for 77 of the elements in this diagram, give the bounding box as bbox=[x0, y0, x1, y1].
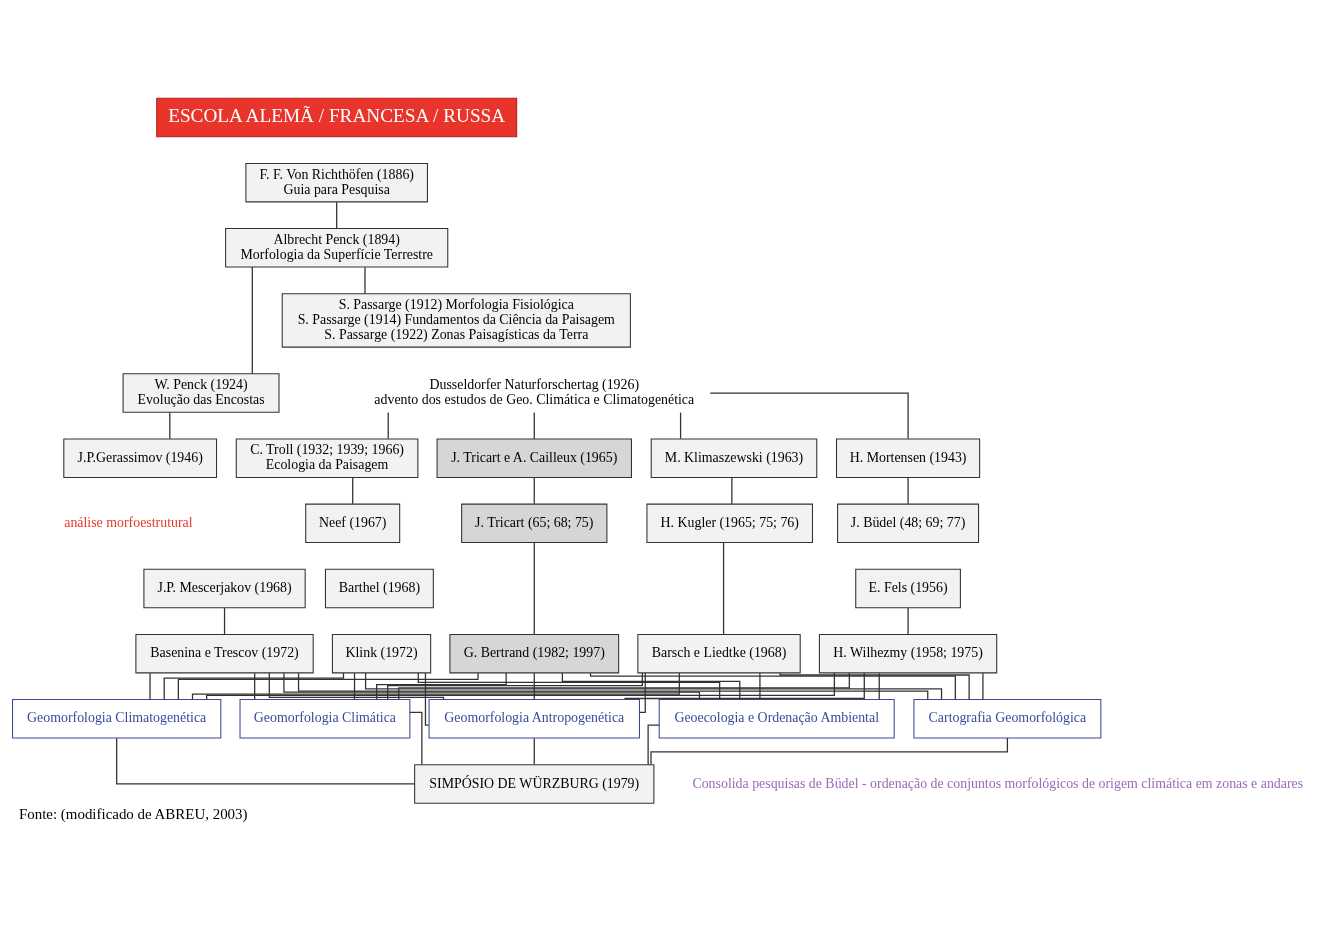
connector bbox=[878, 672, 880, 700]
node-box: M. Klimaszewski (1963) bbox=[650, 438, 818, 478]
node-box: H. Wilhezmy (1958; 1975) bbox=[818, 633, 998, 674]
connector bbox=[251, 266, 253, 375]
connector bbox=[533, 541, 535, 635]
node-text: Dusseldorfer Naturforschertag (1926) advento dos estudos de Geo. Climática e Climatogenética bbox=[374, 377, 695, 408]
connector bbox=[283, 672, 701, 700]
connector bbox=[163, 672, 345, 701]
node-box: ESCOLA ALEMÃ / FRANCESA / RUSSA bbox=[156, 97, 518, 138]
connector bbox=[387, 411, 389, 440]
node-box: Klink (1972) bbox=[331, 633, 432, 674]
connector bbox=[223, 607, 226, 635]
connector bbox=[417, 672, 721, 700]
connector bbox=[907, 607, 909, 635]
node-box: SIMPÓSIO DE WÜRZBURG (1979) bbox=[414, 764, 655, 804]
node-box: S. Passarge (1912) Morfologia Fisiológica S. Passarge (1914) Fundamentos da Ciência da Paisagem S. Passarge (1922) Zonas Paisagísticas da Terra bbox=[281, 293, 631, 348]
connector bbox=[297, 672, 929, 701]
connector bbox=[352, 477, 354, 505]
node-box: J.P. Mescerjakov (1968) bbox=[143, 568, 306, 609]
connector bbox=[709, 392, 909, 440]
node-box: Neef (1967) bbox=[305, 503, 401, 544]
node-box: C. Troll (1932; 1939; 1966) Ecologia da Paisagem bbox=[235, 438, 419, 478]
connector bbox=[589, 672, 956, 701]
node-box: Geomorfologia Climatogenética bbox=[12, 699, 222, 739]
node-label: Consolida pesquisas de Büdel - ordenação de conjuntos morfológicos de origem climática em zonas e andares bbox=[692, 775, 1304, 791]
node-box: J. Tricart (65; 68; 75) bbox=[461, 503, 608, 544]
connector bbox=[533, 477, 535, 505]
node-box: Geomorfologia Climática bbox=[239, 699, 411, 739]
node-box: Basenina e Trescov (1972) bbox=[135, 633, 314, 674]
caption: Fonte: (modificado de ABREU, 2003) bbox=[18, 806, 248, 823]
node-box: Albrecht Penck (1894) Morfologia da Superfície Terrestre bbox=[225, 228, 449, 268]
node-box: Barsch e Liedtke (1968) bbox=[637, 633, 801, 674]
connector bbox=[116, 737, 416, 785]
connector bbox=[982, 672, 984, 700]
connector bbox=[376, 672, 507, 700]
node-box: E. Fels (1956) bbox=[855, 568, 961, 609]
node-box: Cartografia Geomorfológica bbox=[913, 699, 1102, 739]
connector bbox=[191, 672, 680, 701]
connector bbox=[624, 672, 865, 700]
connector bbox=[177, 672, 479, 701]
connector bbox=[169, 411, 171, 440]
node-box: F. F. Von Richthöfen (1886) Guia para Pesquisa bbox=[245, 162, 428, 203]
node-box: H. Mortensen (1943) bbox=[835, 438, 981, 478]
node-box: H. Kugler (1965; 75; 76) bbox=[646, 503, 813, 544]
connector bbox=[409, 711, 423, 765]
connector bbox=[779, 672, 970, 701]
connector bbox=[533, 672, 535, 700]
connector bbox=[722, 541, 725, 635]
node-box: J. Büdel (48; 69; 77) bbox=[837, 503, 980, 544]
connector bbox=[731, 477, 733, 505]
connector bbox=[907, 477, 909, 505]
node-box: W. Penck (1924) Evolução das Encostas bbox=[122, 373, 280, 413]
connector bbox=[759, 672, 761, 700]
connector bbox=[398, 672, 850, 700]
connector bbox=[387, 672, 643, 701]
connector bbox=[424, 672, 430, 726]
connector bbox=[268, 672, 445, 701]
node-box: J.P.Gerassimov (1946) bbox=[63, 438, 218, 478]
connector bbox=[679, 411, 682, 440]
node-label: análise morfoestrutural bbox=[64, 514, 193, 530]
connector bbox=[533, 737, 535, 766]
connector bbox=[254, 672, 256, 700]
connector bbox=[638, 672, 646, 713]
connector bbox=[336, 201, 338, 229]
connector bbox=[149, 672, 151, 700]
connector bbox=[561, 672, 741, 700]
connector bbox=[647, 724, 660, 766]
connector bbox=[533, 411, 535, 440]
connector bbox=[206, 672, 835, 700]
connector bbox=[364, 672, 943, 700]
node-box: G. Bertrand (1982; 1997) bbox=[449, 633, 620, 674]
node-box: Geomorfologia Antropogenética bbox=[428, 699, 640, 739]
node-box: Geoecologia e Ordenação Ambiental bbox=[658, 699, 895, 739]
node-box: Barthel (1968) bbox=[324, 568, 434, 609]
connector bbox=[364, 266, 366, 295]
node-box: J. Tricart e A. Cailleux (1965) bbox=[436, 438, 632, 478]
connector bbox=[353, 672, 356, 700]
